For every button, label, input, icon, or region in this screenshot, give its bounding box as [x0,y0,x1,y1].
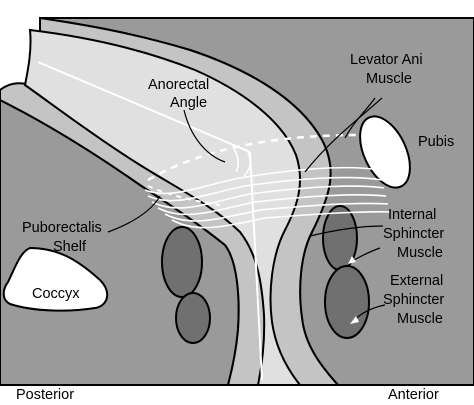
internal-sphincter-leader [309,225,384,237]
external-sphincter-anterior [324,265,370,339]
label-external-1: External [390,273,443,289]
label-external-2: Sphincter [383,292,444,308]
label-puborectalis-2: Shelf [53,239,87,255]
levator-dashed-line [147,133,361,182]
coccyx-bone [2,246,109,312]
posterior-sphincter-lower [175,292,211,344]
external-arrowhead [350,316,359,324]
label-pubis: Pubis [418,134,454,150]
label-coccyx: Coccyx [32,286,80,302]
angle-arc-2 [243,151,251,177]
pubis-bone [359,115,411,189]
levator-leader-1 [304,97,383,173]
label-anorectal-angle-1: Anorectal [148,77,209,93]
posterior-sphincter-upper [161,226,203,298]
label-anorectal-angle-2: Angle [170,95,207,111]
label-puborectalis-1: Puborectalis [22,220,102,236]
puborectalis-leader [107,195,161,233]
levator-leader-2 [344,97,376,139]
label-internal-3: Muscle [397,245,443,261]
puborectalis-sling [144,166,391,229]
label-levator-1: Levator Ani [350,52,423,68]
anal-axis-line [249,151,263,381]
internal-arrowhead [348,256,356,264]
label-levator-2: Muscle [366,71,412,87]
label-anterior: Anterior [388,387,439,403]
rectal-lumen [23,28,303,386]
label-posterior: Posterior [16,387,74,403]
label-internal-1: Internal [388,207,436,223]
rectal-axis-line [37,61,251,153]
angle-arc [232,145,239,173]
label-internal-2: Sphincter [383,226,444,242]
label-external-3: Muscle [397,311,443,327]
anorectal-angle-leader [183,109,226,163]
